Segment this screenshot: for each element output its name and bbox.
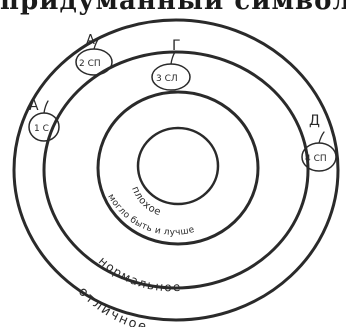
apple-3-label: 3 СЛ	[156, 74, 178, 84]
apple-2-label: 2 СП	[79, 59, 101, 69]
apple-1-letter: А	[29, 98, 39, 114]
apple-4-letter: Д	[309, 113, 320, 129]
third-ring	[44, 52, 308, 288]
apple-1-label: 1 С	[34, 124, 49, 134]
apple-1: А 1 С	[29, 98, 59, 141]
apple-4-label: 4 СП	[305, 154, 327, 164]
second-ring-label: могло быть и лучше	[105, 192, 196, 238]
center-ring	[138, 128, 218, 204]
apple-2-letter: А	[86, 33, 95, 48]
apple-3-letter: Г	[172, 38, 181, 54]
third-ring-label: нормальное	[96, 254, 182, 294]
outer-ring-label: отличное	[75, 284, 149, 327]
second-ring	[98, 92, 258, 244]
apple-3: Г 3 СЛ	[152, 38, 190, 90]
